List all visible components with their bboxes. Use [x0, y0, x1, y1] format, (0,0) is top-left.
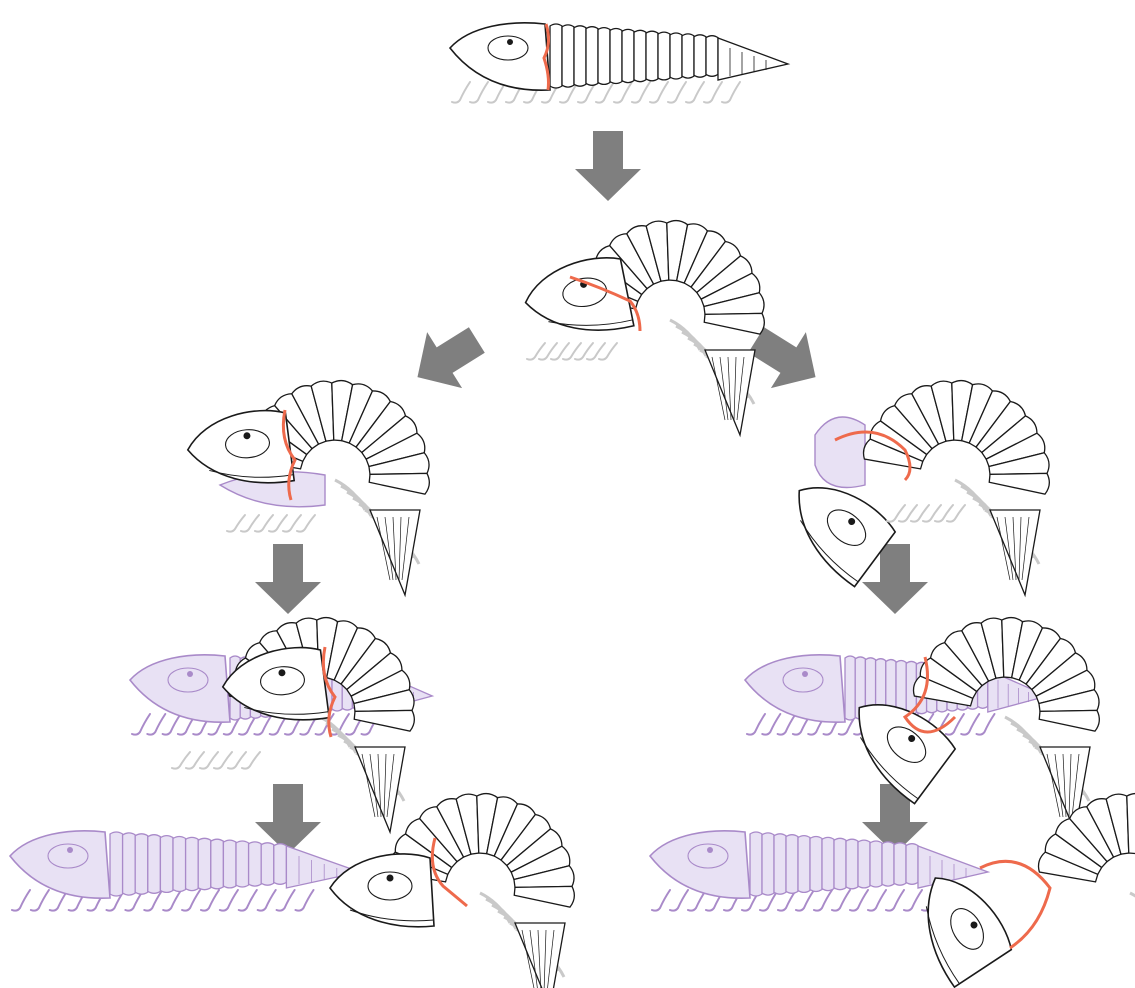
trilobite-flexed — [521, 221, 765, 435]
trilobite-left-1 — [185, 381, 429, 595]
trilobite-right-1 — [774, 381, 1049, 595]
trilobite-right-2 — [745, 618, 1099, 832]
figures-layer — [10, 23, 1135, 988]
arrow-2-down-left — [400, 312, 494, 405]
arrow-1-down — [575, 131, 641, 201]
trilobite-start — [450, 23, 788, 103]
arrow-4-down — [255, 544, 321, 614]
